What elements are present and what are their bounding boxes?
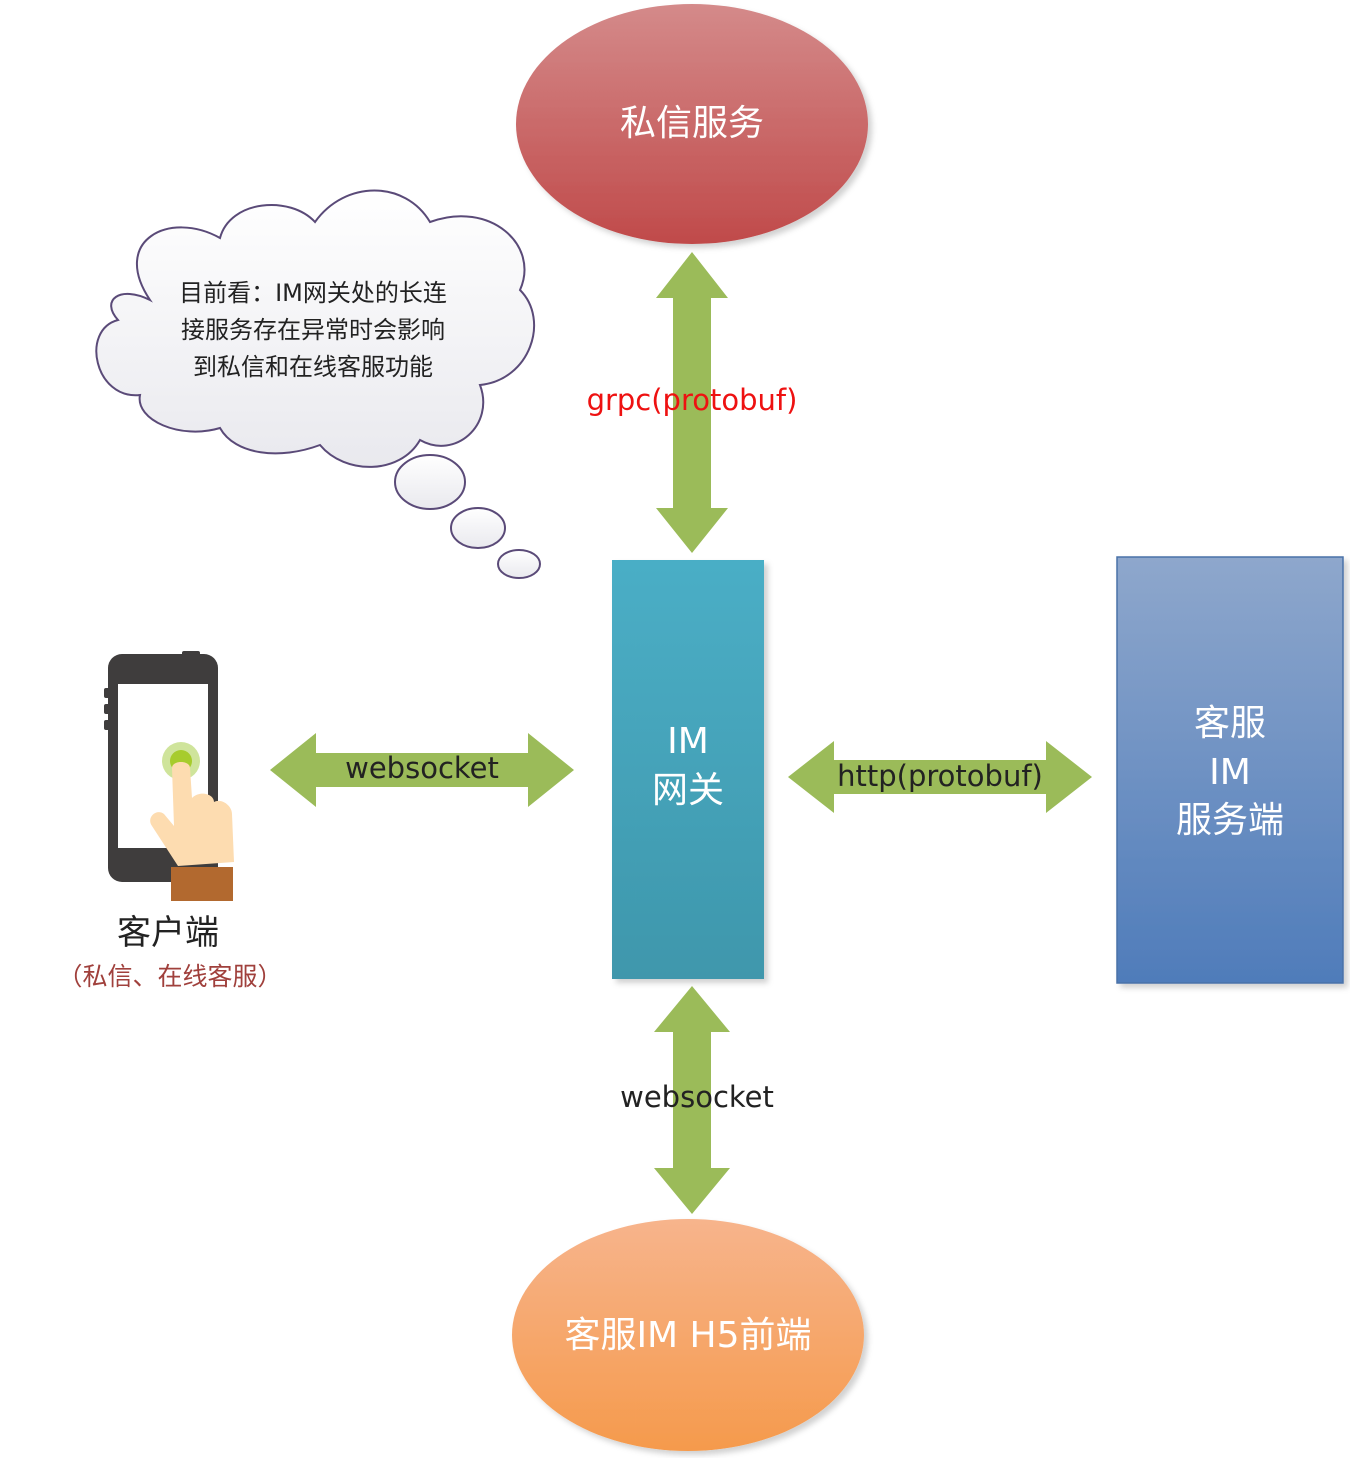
h5-websocket-double-arrow <box>654 986 730 1214</box>
im-gateway-label: IM 网关 <box>612 718 764 815</box>
h5-websocket-edge-label: websocket <box>620 1080 774 1114</box>
client-websocket-double-arrow <box>270 733 574 807</box>
cs-im-h5-node <box>512 1219 864 1451</box>
private-msg-service-label: 私信服务 <box>619 103 764 144</box>
client-sublabel: （私信、在线客服） <box>57 962 283 991</box>
cs-im-server-label-line2: IM <box>1209 751 1251 793</box>
callout-line-1: 目前看：IM网关处的长连 <box>179 279 447 307</box>
smartphone-touch-icon <box>104 651 234 901</box>
cs-im-server-label-line3: 服务端 <box>1175 800 1284 842</box>
im-gateway-label-line2: 网关 <box>651 769 724 811</box>
thought-callout-cloud <box>95 189 541 579</box>
private-msg-service-node <box>516 4 868 244</box>
cs-im-server-node <box>1116 556 1344 984</box>
cs-im-h5-label: 客服IM H5前端 <box>564 1315 812 1356</box>
grpc-edge-label: grpc(protobuf) <box>586 383 798 417</box>
http-edge-label: http(protobuf) <box>837 759 1043 793</box>
client-label: 客户端 <box>117 913 219 953</box>
im-gateway-node <box>612 560 764 979</box>
cs-im-server-label: 客服 IM 服务端 <box>1117 700 1343 846</box>
im-gateway-label-line1: IM <box>667 721 709 762</box>
grpc-double-arrow <box>656 252 728 553</box>
callout-line-2: 接服务存在异常时会影响 <box>181 316 445 344</box>
callout-line-3: 到私信和在线客服功能 <box>193 353 433 381</box>
http-double-arrow <box>788 741 1092 813</box>
callout-text: 目前看：IM网关处的长连 接服务存在异常时会影响 到私信和在线客服功能 <box>148 275 478 386</box>
client-websocket-edge-label: websocket <box>345 751 499 785</box>
cs-im-server-label-line1: 客服 <box>1193 703 1266 744</box>
